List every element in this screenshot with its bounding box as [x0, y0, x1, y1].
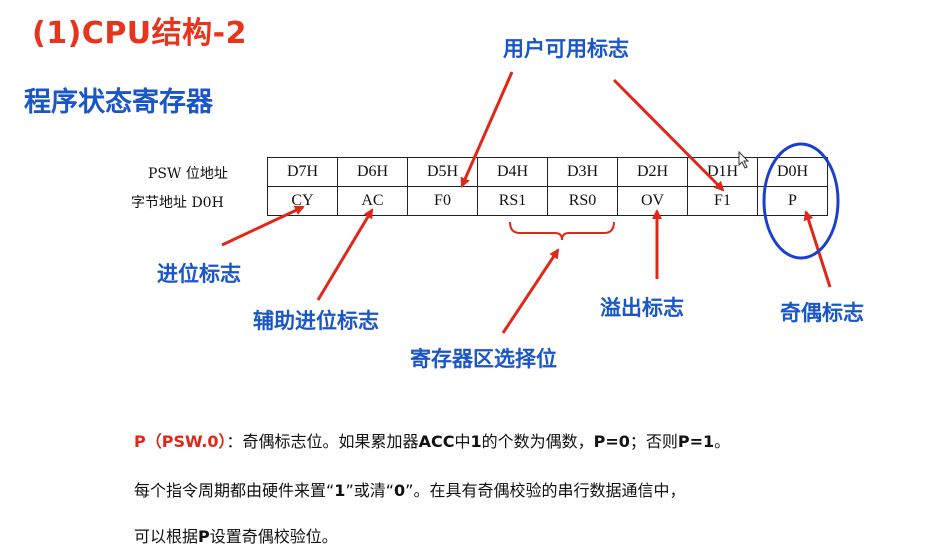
- label-overflow-flag: 溢出标志: [600, 296, 684, 320]
- bit-address-cell: D4H: [477, 157, 548, 187]
- bit-address-cell: D7H: [267, 157, 338, 187]
- page-title: (1)CPU结构-2: [32, 16, 247, 51]
- text-run: ”。在具有奇偶校验的串行数据通信中，: [405, 481, 686, 500]
- label-user-flag: 用户可用标志: [503, 37, 629, 61]
- text-run: P=1: [677, 432, 715, 451]
- text-run: P=0: [593, 432, 630, 451]
- text-run: ACC: [418, 432, 455, 451]
- parity-bit-heading: P（PSW.0）: [134, 432, 227, 451]
- text-run: 设置奇偶校验位。: [209, 527, 338, 546]
- bit-name-cell: P: [757, 186, 828, 216]
- row-label-byte-address: 字节地址 D0H: [131, 195, 224, 211]
- bit-address-cell: D3H: [547, 157, 618, 187]
- text-run: ；否则: [629, 432, 678, 451]
- text-run: 的个数为偶数，: [481, 432, 594, 451]
- label-carry-flag: 进位标志: [157, 262, 241, 286]
- psw-register-table: D7H D6H D5H D4H D3H D2H D1H D0H CY AC F0…: [267, 157, 828, 216]
- bit-address-row: D7H D6H D5H D4H D3H D2H D1H D0H: [267, 157, 828, 187]
- bracket-rs-bits: [509, 221, 615, 241]
- arrow-bank-select: [501, 248, 560, 334]
- paragraph-line-3: 可以根据P设置奇偶校验位。: [134, 523, 338, 547]
- row-label-bit-address: PSW 位地址: [148, 166, 228, 182]
- bit-address-cell: D6H: [337, 157, 408, 187]
- arrow-aux-carry: [316, 208, 374, 301]
- bit-name-row: CY AC F0 RS1 RS0 OV F1 P: [267, 186, 828, 216]
- parity-highlight-ellipse: [762, 142, 840, 260]
- text-run: 1: [334, 481, 346, 500]
- mouse-pointer-icon: [738, 151, 750, 169]
- arrow-parity: [803, 210, 832, 288]
- arrow-user-flag-to-f0: [460, 71, 514, 188]
- text-run: ”或清“: [345, 481, 395, 500]
- text-run: 0: [394, 481, 406, 500]
- text-run: ：奇偶标志位。如果累加器: [226, 432, 419, 451]
- label-bank-select: 寄存器区选择位: [410, 347, 557, 371]
- text-run: 。: [714, 432, 731, 451]
- label-parity-flag: 奇偶标志: [780, 301, 864, 325]
- text-run: 每个指令周期都由硬件来置“: [134, 481, 335, 500]
- arrow-carry: [221, 205, 305, 247]
- text-run: P: [198, 527, 210, 546]
- bit-name-cell: F0: [407, 186, 478, 216]
- arrow-user-flag-to-f1: [612, 78, 725, 192]
- text-run: 可以根据: [134, 527, 199, 546]
- label-aux-carry-flag: 辅助进位标志: [253, 309, 379, 333]
- text-run: 1: [470, 432, 482, 451]
- bit-name-cell: RS0: [547, 186, 618, 216]
- bit-name-cell: RS1: [477, 186, 548, 216]
- paragraph-line-1: P（PSW.0）：奇偶标志位。如果累加器ACC中1的个数为偶数，P=0；否则P=…: [134, 428, 730, 452]
- paragraph-line-2: 每个指令周期都由硬件来置“1”或清“0”。在具有奇偶校验的串行数据通信中，: [134, 477, 685, 501]
- text-run: 中: [454, 432, 471, 451]
- section-subtitle: 程序状态寄存器: [24, 87, 213, 118]
- bit-address-cell: D2H: [617, 157, 688, 187]
